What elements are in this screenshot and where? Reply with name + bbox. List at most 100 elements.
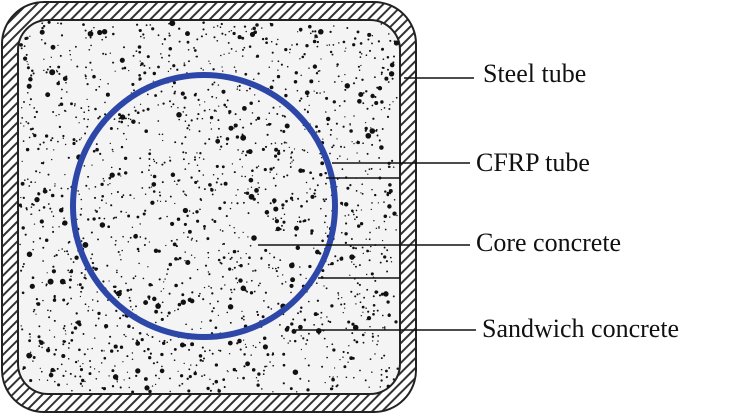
- aggregate-dot: [70, 102, 73, 106]
- aggregate-dot: [39, 219, 44, 224]
- aggregate-dot: [383, 214, 388, 219]
- aggregate-dot: [277, 266, 280, 269]
- aggregate-dot: [355, 209, 358, 212]
- aggregate-dot: [251, 169, 254, 172]
- aggregate-dot: [187, 389, 191, 393]
- aggregate-dot: [236, 261, 238, 263]
- aggregate-dot: [89, 389, 91, 392]
- aggregate-dot: [182, 151, 185, 154]
- aggregate-dot: [362, 142, 364, 145]
- aggregate-dot: [377, 40, 381, 43]
- aggregate-dot: [75, 116, 77, 119]
- aggregate-dot: [42, 141, 45, 144]
- aggregate-dot: [110, 349, 114, 353]
- aggregate-dot: [365, 90, 368, 93]
- aggregate-dot: [62, 374, 65, 377]
- aggregate-dot: [313, 312, 318, 317]
- aggregate-dot: [207, 251, 210, 254]
- aggregate-dot: [137, 250, 140, 253]
- aggregate-dot: [187, 236, 189, 238]
- aggregate-dot: [198, 169, 201, 172]
- aggregate-dot: [141, 171, 144, 174]
- aggregate-dot: [135, 341, 141, 346]
- aggregate-dot: [305, 181, 308, 184]
- aggregate-dot: [174, 310, 176, 312]
- aggregate-dot: [88, 188, 90, 190]
- aggregate-dot: [284, 115, 286, 118]
- aggregate-dot: [364, 170, 367, 172]
- aggregate-dot: [125, 282, 127, 285]
- aggregate-dot: [366, 288, 369, 291]
- aggregate-dot: [112, 26, 114, 28]
- aggregate-dot: [365, 132, 372, 139]
- aggregate-dot: [80, 208, 83, 210]
- aggregate-dot: [72, 138, 76, 142]
- aggregate-dot: [29, 103, 31, 106]
- aggregate-dot: [45, 283, 48, 286]
- aggregate-dot: [238, 264, 240, 267]
- aggregate-dot: [313, 324, 315, 326]
- aggregate-dot: [138, 122, 141, 124]
- aggregate-dot: [257, 72, 260, 75]
- aggregate-dot: [330, 387, 334, 391]
- aggregate-dot: [392, 101, 394, 103]
- aggregate-dot: [164, 200, 167, 203]
- aggregate-dot: [289, 340, 291, 342]
- aggregate-dot: [244, 175, 247, 178]
- aggregate-dot: [300, 74, 302, 77]
- label-cfrp-tube: CFRP tube: [476, 148, 590, 177]
- aggregate-dot: [160, 352, 164, 357]
- aggregate-dot: [110, 193, 113, 195]
- aggregate-dot: [156, 200, 159, 202]
- aggregate-dot: [25, 53, 28, 56]
- aggregate-dot: [242, 315, 245, 318]
- aggregate-dot: [142, 33, 145, 36]
- aggregate-dot: [104, 113, 107, 116]
- aggregate-dot: [173, 180, 176, 182]
- aggregate-dot: [63, 109, 66, 112]
- aggregate-dot: [372, 312, 375, 316]
- aggregate-dot: [102, 159, 104, 161]
- aggregate-dot: [57, 44, 59, 47]
- aggregate-dot: [89, 36, 92, 39]
- aggregate-dot: [152, 71, 156, 76]
- aggregate-dot: [215, 181, 218, 184]
- aggregate-dot: [352, 82, 356, 85]
- aggregate-dot: [237, 149, 239, 151]
- aggregate-dot: [308, 24, 312, 29]
- aggregate-dot: [197, 294, 201, 298]
- aggregate-dot: [94, 324, 97, 327]
- aggregate-dot: [26, 60, 28, 63]
- aggregate-dot: [385, 260, 388, 263]
- aggregate-dot: [238, 84, 241, 87]
- aggregate-dot: [385, 376, 388, 379]
- aggregate-dot: [60, 363, 63, 366]
- aggregate-dot: [245, 30, 247, 33]
- aggregate-dot: [296, 89, 299, 92]
- aggregate-dot: [119, 57, 125, 63]
- aggregate-dot: [160, 311, 163, 314]
- aggregate-dot: [158, 217, 161, 220]
- aggregate-dot: [108, 280, 110, 282]
- aggregate-dot: [188, 210, 191, 212]
- aggregate-dot: [204, 142, 207, 145]
- aggregate-dot: [345, 327, 347, 330]
- aggregate-dot: [312, 177, 315, 180]
- aggregate-dot: [277, 69, 279, 71]
- aggregate-dot: [79, 375, 82, 378]
- aggregate-dot: [183, 62, 185, 64]
- aggregate-dot: [166, 315, 169, 317]
- aggregate-dot: [160, 53, 162, 55]
- aggregate-dot: [64, 282, 66, 284]
- aggregate-dot: [190, 342, 195, 347]
- aggregate-dot: [49, 69, 56, 76]
- aggregate-dot: [252, 270, 254, 272]
- aggregate-dot: [214, 326, 218, 330]
- aggregate-dot: [70, 323, 73, 325]
- aggregate-dot: [252, 26, 256, 31]
- aggregate-dot: [297, 312, 299, 315]
- aggregate-dot: [395, 229, 397, 231]
- aggregate-dot: [81, 378, 85, 383]
- aggregate-dot: [59, 102, 64, 106]
- aggregate-dot: [370, 93, 375, 99]
